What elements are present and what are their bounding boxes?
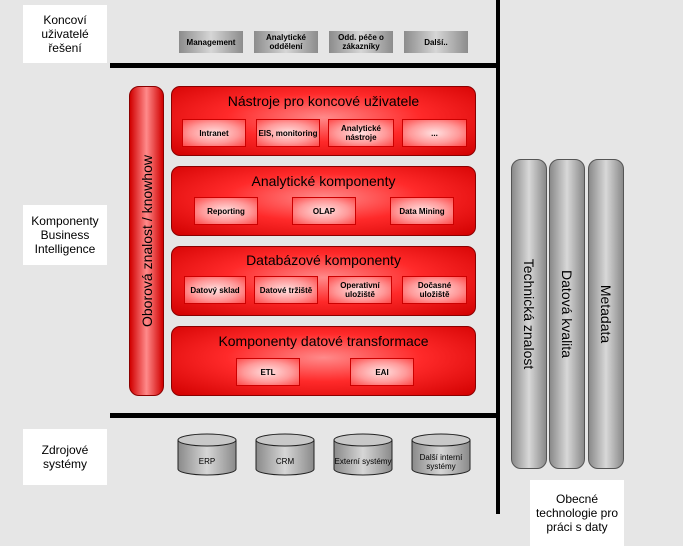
top-separator-line [110,63,500,68]
item-data-mining: Data Mining [390,197,454,225]
database-cylinder-icon [411,433,471,476]
item-operational-store: Operativní uložiště [328,276,392,304]
pillar-technical-knowledge: Technická znalost [511,159,547,469]
bottom-separator-line [110,413,500,418]
item-analytic-tools: Analytické nástroje [328,119,394,147]
domain-knowledge-bar: Oborová znalost / knowhow [129,86,164,396]
pillar-data-quality: Datová kvalita [549,159,585,469]
item-staging-area: Dočasné uložiště [402,276,467,304]
panel-data-transformation: Komponenty datové transformace ETL EAI [171,326,476,396]
source-label-other-internal: Další interní systémy [419,452,463,471]
item-more: ... [402,119,467,147]
source-erp: ERP [177,433,237,476]
source-external: Externí systémy [333,433,393,476]
database-cylinder-icon [177,433,237,476]
item-etl: ETL [236,358,300,386]
pillar-label-technical-knowledge: Technická znalost [521,258,537,370]
database-cylinder-icon [255,433,315,476]
source-crm: CRM [255,433,315,476]
general-tech-label: Obecné technologie pro práci s daty [530,480,624,546]
vertical-separator-line [496,0,500,514]
pillar-label-metadata: Metadata [598,284,614,344]
panel-end-user-tools: Nástroje pro koncové uživatele Intranet … [171,86,476,156]
panel-database-components: Databázové komponenty Datový sklad Datov… [171,246,476,316]
item-intranet: Intranet [182,119,246,147]
panel-title-data-transformation: Komponenty datové transformace [218,333,429,349]
source-label-erp: ERP [198,457,216,466]
sources-layer-label: Zdrojové systémy [23,429,107,485]
panel-title-database-components: Databázové komponenty [246,252,401,268]
item-eai: EAI [350,358,414,386]
item-reporting: Reporting [194,197,258,225]
user-group-management: Management [179,31,243,53]
item-olap: OLAP [292,197,356,225]
user-group-other: Další.. [404,31,468,53]
item-eis-monitoring: EIS, monitoring [256,119,320,147]
source-label-crm: CRM [275,457,295,466]
bi-layer-label: Komponenty Business Intelligence [23,205,107,265]
user-group-analytics-dept: Analytické oddělení [254,31,318,53]
source-label-external: Externí systémy [334,457,392,466]
panel-title-analytic-components: Analytické komponenty [251,173,396,189]
item-data-mart: Datové tržiště [254,276,318,304]
pillar-label-data-quality: Datová kvalita [559,270,575,358]
panel-title-end-user-tools: Nástroje pro koncové uživatele [227,93,420,109]
pillar-metadata: Metadata [588,159,624,469]
panel-analytic-components: Analytické komponenty Reporting OLAP Dat… [171,166,476,236]
user-group-customer-care: Odd. péče o zákazníky [329,31,393,53]
domain-knowledge-label: Oborová znalost / knowhow [138,155,155,327]
source-other-internal: Další interní systémy [411,433,471,476]
item-data-warehouse: Datový sklad [184,276,246,304]
database-cylinder-icon [333,433,393,476]
end-user-layer-label: Koncoví uživatelé řešení [23,5,107,63]
